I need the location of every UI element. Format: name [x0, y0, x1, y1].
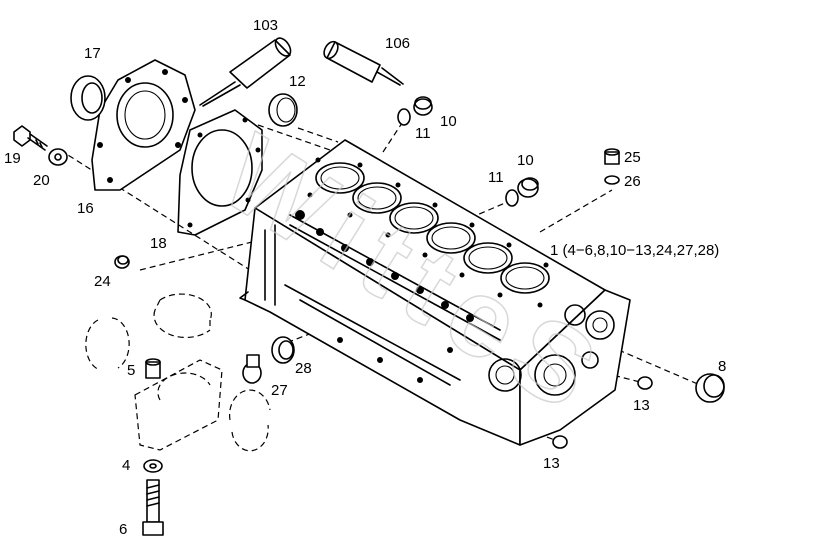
callout-27: 27 — [271, 382, 288, 399]
seal-28 — [271, 336, 295, 364]
cylinder-bores — [315, 162, 550, 294]
engine-block — [239, 139, 631, 446]
callout-12: 12 — [289, 73, 306, 90]
callout-6: 6 — [119, 521, 127, 538]
rear-seal — [70, 75, 106, 121]
callout-labels: 103 106 17 12 10 11 19 20 16 10 11 25 26… — [4, 17, 726, 538]
callout-10b: 10 — [517, 152, 534, 169]
sealant-tube-106 — [323, 40, 404, 86]
bolt-19 — [13, 125, 48, 151]
plug-13a — [637, 376, 653, 390]
plug-8 — [695, 373, 725, 403]
callout-20: 20 — [33, 172, 50, 189]
sleeve-25 — [604, 148, 620, 165]
plug-13b — [552, 435, 568, 449]
callout-28: 28 — [295, 360, 312, 377]
seal-11-side — [505, 189, 519, 207]
callout-103: 103 — [253, 17, 278, 34]
callout-13b: 13 — [543, 455, 560, 472]
leader-lines — [59, 119, 701, 441]
plug-24 — [114, 255, 130, 269]
ring-26 — [604, 175, 620, 185]
callout-106: 106 — [385, 35, 410, 52]
plug-10-top — [413, 96, 433, 116]
callout-16: 16 — [77, 200, 94, 217]
callout-11b: 11 — [488, 169, 504, 186]
callout-18: 18 — [150, 235, 167, 252]
front-bosses — [488, 304, 615, 396]
callout-24: 24 — [94, 273, 111, 290]
head-bolt-holes — [307, 157, 549, 308]
callout-1: 1 (4−6,8,10−13,24,27,28) — [550, 242, 719, 259]
sealant-tube-103 — [199, 37, 292, 107]
plug-12 — [268, 93, 298, 127]
callout-4: 4 — [122, 457, 130, 474]
rear-cover — [91, 59, 196, 191]
callout-13a: 13 — [633, 397, 650, 414]
callout-5: 5 — [127, 362, 135, 379]
callout-11a: 11 — [415, 125, 431, 142]
side-plugs — [295, 210, 474, 383]
plug-10-side — [517, 177, 539, 198]
callout-17: 17 — [84, 45, 101, 62]
bearing-shell-lower — [228, 389, 271, 452]
callout-8: 8 — [718, 358, 726, 375]
rear-gasket — [177, 109, 263, 236]
seal-11-top — [397, 108, 411, 126]
bolt-6 — [142, 479, 164, 536]
callout-26: 26 — [624, 173, 641, 190]
plug-27 — [242, 354, 262, 384]
washer-20 — [48, 148, 68, 166]
bearing-shell-upper — [85, 293, 212, 371]
washer-4 — [143, 459, 163, 473]
callout-10a: 10 — [440, 113, 457, 130]
callout-25: 25 — [624, 149, 641, 166]
bearing-cap — [134, 358, 223, 451]
callout-19: 19 — [4, 150, 21, 167]
